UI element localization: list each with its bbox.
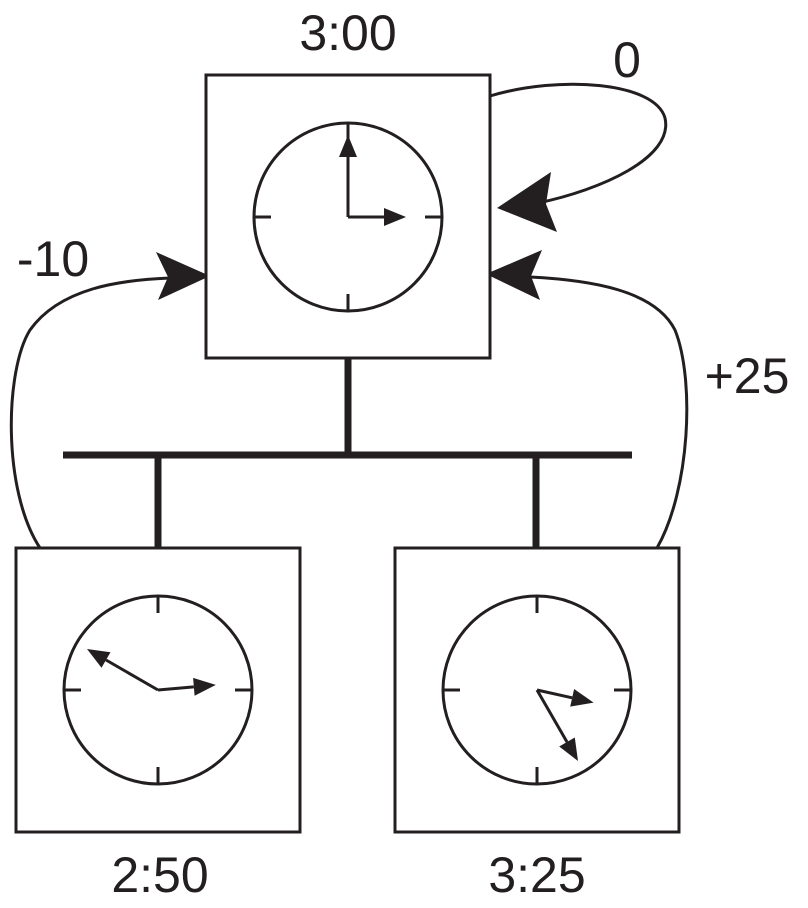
right-minute-hand-arrowhead: [559, 737, 578, 761]
left-to-root-arrowhead: [156, 252, 210, 300]
right-minute-hand-line: [535, 689, 569, 743]
self-loop-arrowhead: [497, 172, 557, 232]
left-minute-hand-line: [105, 658, 159, 692]
left-to-root-arrow: [9, 252, 210, 549]
right-clock-ticks: [443, 596, 631, 784]
right-to-root-curve: [529, 275, 689, 549]
left-time-label: 2:50: [111, 847, 208, 903]
left-clock-node: [14, 546, 302, 834]
right-edge-label: +25: [705, 348, 790, 404]
right-clock-node: [393, 546, 681, 834]
left-clock-hands: [87, 649, 216, 696]
right-hour-hand-line: [536, 688, 573, 700]
root-clock-node: [204, 73, 492, 360]
left-minute-hand-arrowhead: [87, 649, 111, 668]
left-hour-hand-arrowhead: [193, 677, 216, 696]
root-hour-hand-arrowhead: [384, 208, 406, 226]
self-loop-curve: [489, 82, 668, 205]
left-to-root-curve: [9, 276, 171, 549]
root-time-label: 3:00: [299, 5, 396, 61]
tree-connector: [63, 358, 632, 548]
root-minute-hand-arrowhead: [339, 135, 357, 157]
self-loop-arrow: [489, 82, 668, 232]
right-to-root-arrow: [486, 250, 689, 549]
right-hour-hand-arrowhead: [570, 689, 594, 707]
right-time-label: 3:25: [488, 847, 585, 903]
left-clock-ticks: [64, 596, 252, 784]
right-to-root-arrowhead: [486, 250, 542, 300]
left-edge-label: -10: [17, 231, 89, 287]
root-clock-hands: [339, 135, 406, 226]
right-clock-hands: [535, 688, 594, 761]
left-hour-hand-line: [157, 685, 194, 692]
self-loop-edge-label: 0: [613, 32, 641, 88]
